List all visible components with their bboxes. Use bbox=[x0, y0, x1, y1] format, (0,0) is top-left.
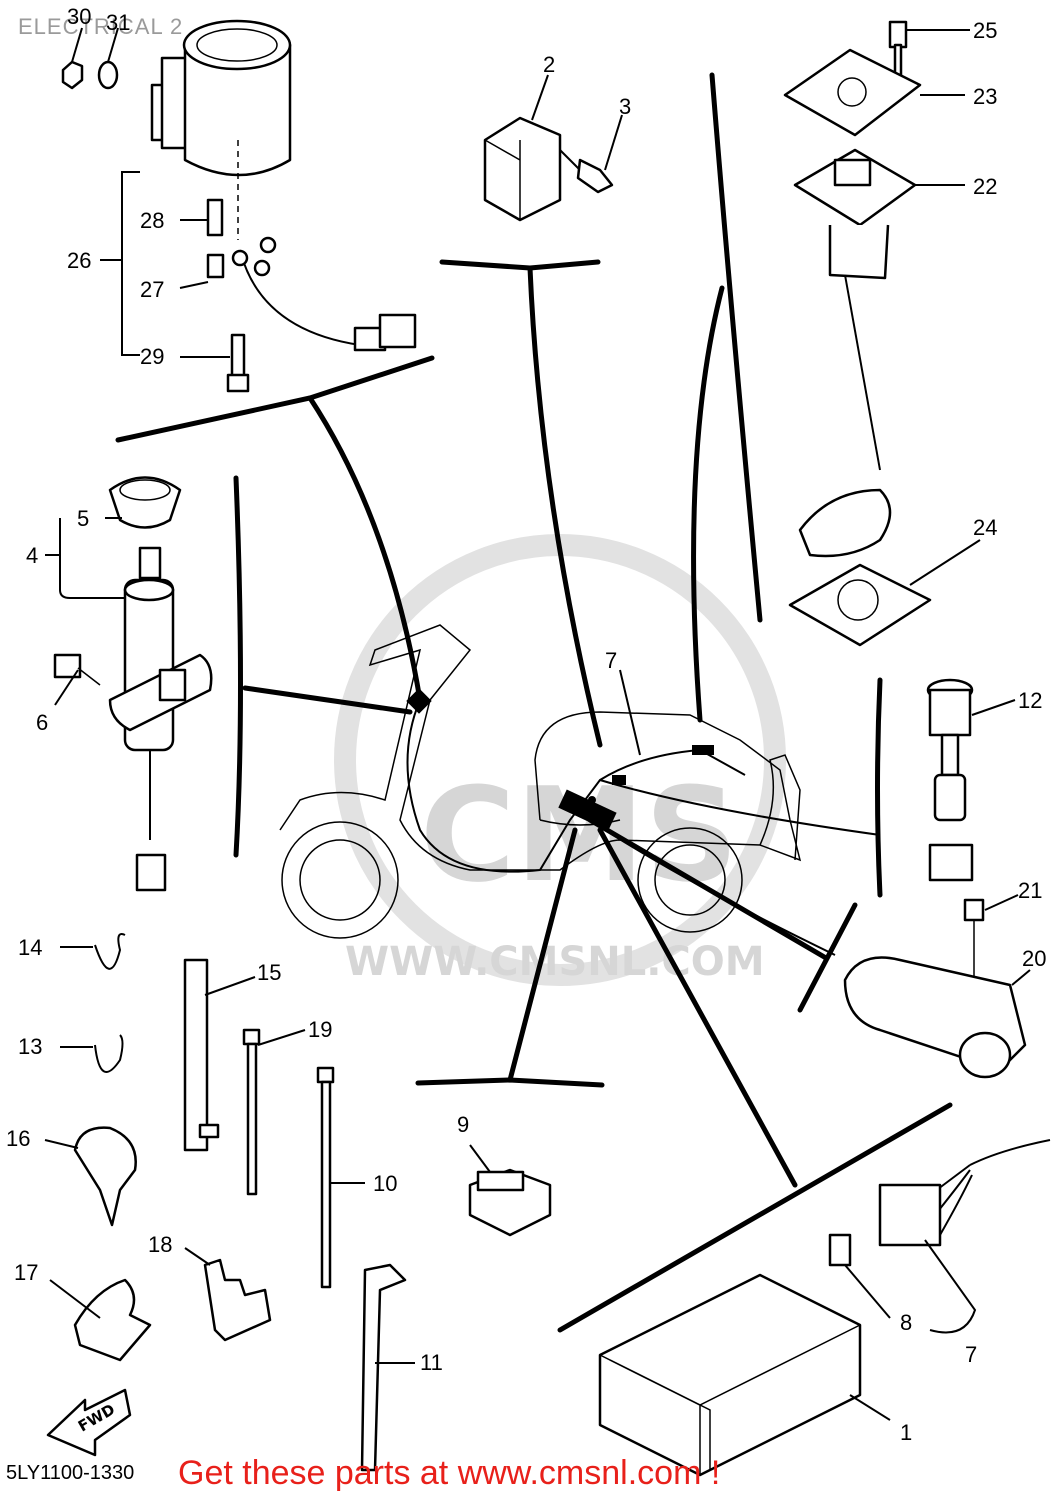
callout-17: 17 bbox=[14, 1260, 38, 1285]
callout-18: 18 bbox=[148, 1232, 172, 1257]
callout-10: 10 bbox=[373, 1171, 397, 1196]
callout-31: 31 bbox=[106, 10, 130, 35]
fuel-sender bbox=[783, 20, 932, 647]
diagram-code: 5LY1100-1330 bbox=[6, 1462, 135, 1484]
callout-4: 4 bbox=[26, 543, 38, 568]
callout-9: 9 bbox=[457, 1112, 469, 1137]
gauge-assembly bbox=[61, 19, 417, 393]
callout-14: 14 bbox=[18, 935, 42, 960]
scooter-frame bbox=[279, 624, 802, 939]
diagram-title: ELECTRICAL 2 bbox=[18, 14, 184, 39]
callout-27: 27 bbox=[140, 277, 164, 302]
bracket-26 bbox=[45, 171, 977, 1334]
part-1-box bbox=[598, 1273, 862, 1477]
callout-11: 11 bbox=[420, 1350, 443, 1375]
callout-1: 1 bbox=[900, 1420, 912, 1445]
callout-leaders bbox=[44, 27, 1031, 1421]
sender-12 bbox=[926, 678, 974, 882]
callout-16: 16 bbox=[6, 1126, 30, 1151]
watermark-logo: CMS bbox=[420, 759, 738, 911]
callout-24: 24 bbox=[973, 515, 997, 540]
callout-7-connector: 7 bbox=[965, 1342, 977, 1367]
callout-6: 6 bbox=[36, 710, 48, 735]
part-20 bbox=[843, 898, 1027, 1079]
callout-22: 22 bbox=[973, 174, 997, 199]
callout-30: 30 bbox=[67, 4, 91, 29]
callout-23: 23 bbox=[973, 84, 997, 109]
callout-19: 19 bbox=[308, 1017, 332, 1042]
callout-5: 5 bbox=[77, 506, 89, 531]
promo-link[interactable]: Get these parts at www.cmsnl.com ! bbox=[178, 1454, 721, 1492]
callout-21: 21 bbox=[1018, 878, 1042, 903]
part-9 bbox=[468, 1168, 552, 1237]
callout-8: 8 bbox=[900, 1310, 912, 1335]
group-leaders bbox=[115, 72, 953, 1333]
callout-25: 25 bbox=[973, 18, 997, 43]
callout-28: 28 bbox=[140, 208, 164, 233]
watermark-text: WWW.CMSNL.COM bbox=[345, 939, 765, 985]
callout-29: 29 bbox=[140, 344, 164, 369]
callout-20: 20 bbox=[1022, 946, 1046, 971]
callout-12: 12 bbox=[1018, 688, 1042, 713]
callout-3: 3 bbox=[619, 94, 631, 119]
watermark: CMS WWW.CMSNL.COM bbox=[334, 534, 786, 986]
callout-labels: 30 31 2 3 25 23 22 28 26 27 29 24 5 4 7 … bbox=[6, 4, 1046, 1445]
relay-part bbox=[483, 116, 614, 222]
callout-2: 2 bbox=[543, 52, 555, 77]
callout-26: 26 bbox=[67, 248, 91, 273]
ignition-switch bbox=[53, 476, 213, 892]
connector-7 bbox=[828, 1139, 1051, 1267]
callout-7-harness: 7 bbox=[605, 648, 617, 673]
callout-15: 15 bbox=[257, 960, 281, 985]
callout-13: 13 bbox=[18, 1034, 42, 1059]
clamps-and-ties: FWD bbox=[46, 933, 407, 1472]
